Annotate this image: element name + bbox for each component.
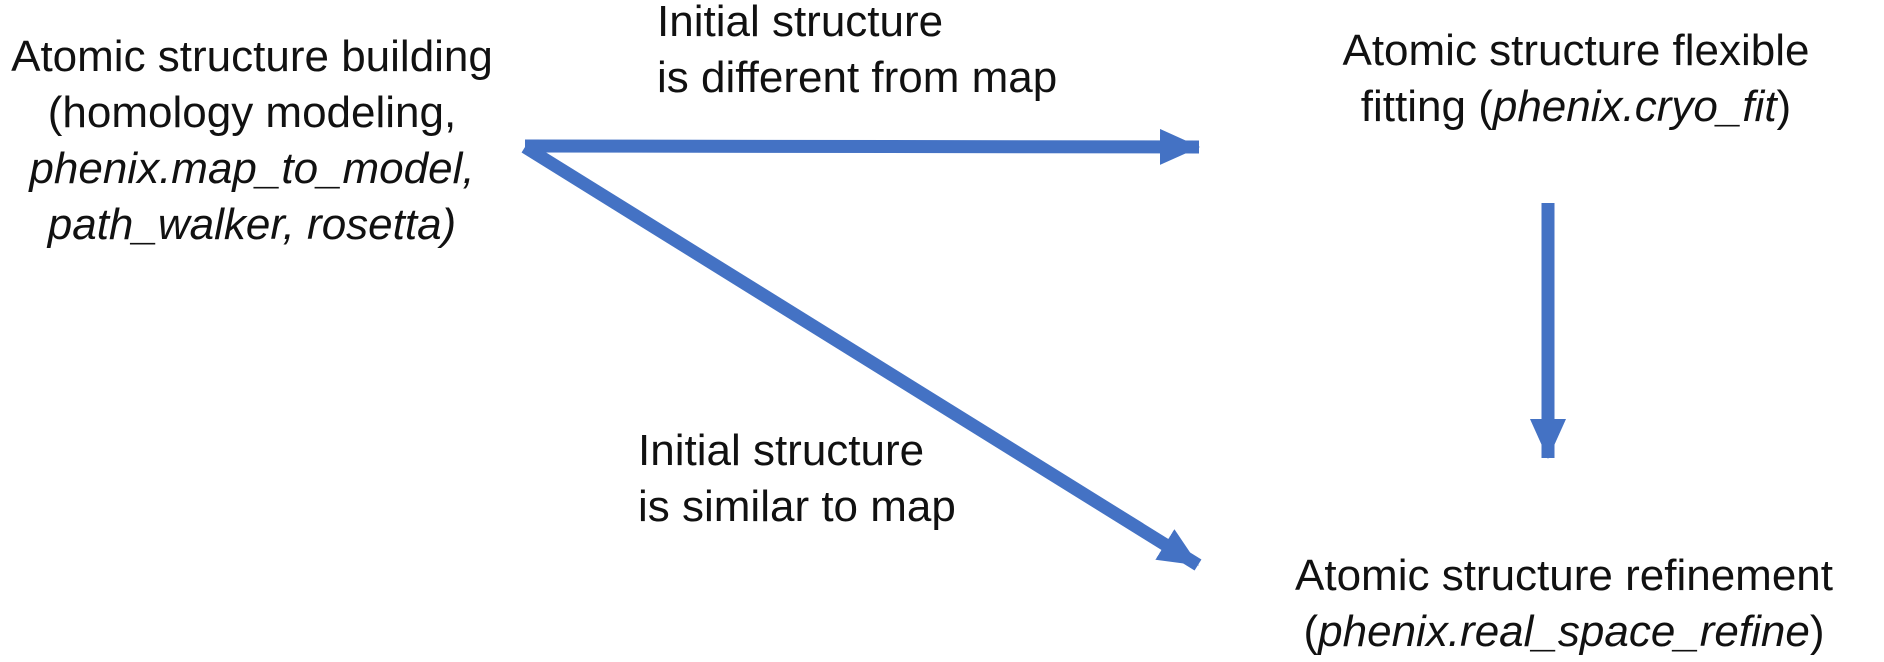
node-structure-building-line1: Atomic structure building — [11, 32, 493, 81]
edge-label-different-from-map: Initial structure is different from map — [657, 0, 1057, 106]
edge-label-similar-line2: is similar to map — [638, 482, 956, 531]
edge-label-different-line1: Initial structure — [657, 0, 944, 46]
node-structure-building: Atomic structure building (homology mode… — [2, 29, 502, 253]
node-structure-refinement-line2: (phenix.real_space_refine) — [1303, 607, 1825, 656]
edge-label-similar-line1: Initial structure — [638, 426, 925, 475]
node-flexible-fitting-line2: fitting (phenix.cryo_fit) — [1360, 82, 1792, 131]
node-structure-refinement: Atomic structure refinement (phenix.real… — [1244, 548, 1884, 660]
arrow-building-to-flexible-fitting-icon — [524, 128, 1200, 165]
node-structure-refinement-line1: Atomic structure refinement — [1295, 551, 1833, 600]
node-flexible-fitting-line1: Atomic structure flexible — [1342, 26, 1810, 75]
arrow-building-to-refinement-icon — [521, 141, 1202, 571]
node-flexible-fitting: Atomic structure flexible fitting (pheni… — [1296, 23, 1856, 135]
node-structure-building-line4: path_walker, rosetta) — [47, 200, 457, 249]
edge-label-similar-to-map: Initial structure is similar to map — [638, 423, 956, 535]
edge-label-different-line2: is different from map — [657, 53, 1058, 102]
node-structure-building-line3: phenix.map_to_model, — [29, 144, 475, 193]
node-structure-building-line2: (homology modeling, — [47, 88, 457, 137]
